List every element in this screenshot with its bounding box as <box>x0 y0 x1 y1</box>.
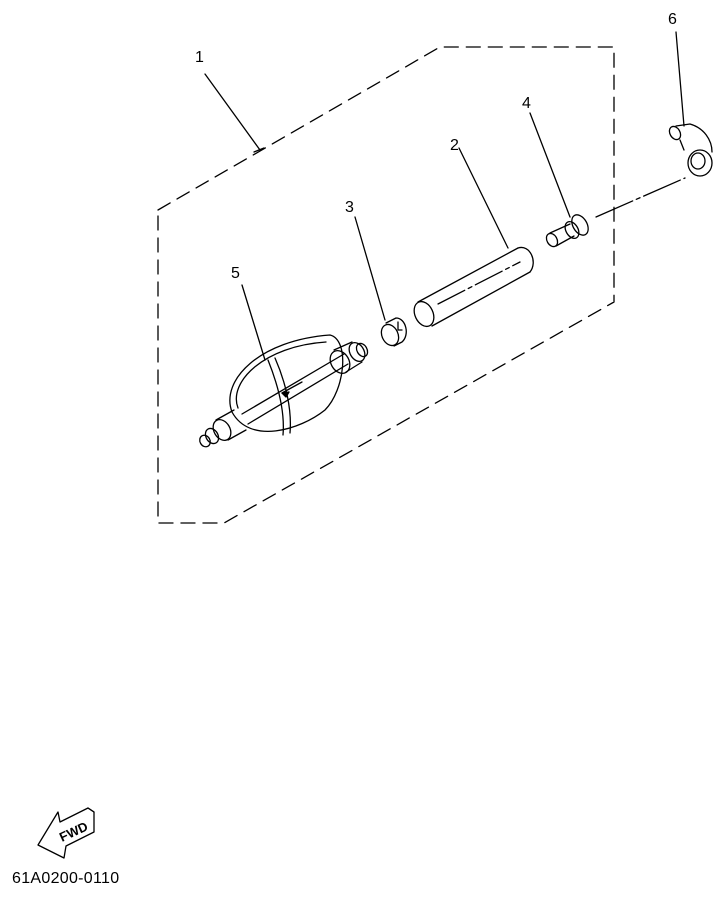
callout-5: 5 <box>231 265 240 282</box>
part-code-label: 61A0200-0110 <box>12 870 120 887</box>
primer-bulb-part[interactable] <box>198 334 370 449</box>
callout-4: 4 <box>522 95 531 112</box>
cap-part[interactable] <box>378 317 407 348</box>
callout-2: 2 <box>450 137 459 154</box>
leader-lines <box>204 31 686 361</box>
callout-3: 3 <box>345 199 354 216</box>
callout-6: 6 <box>668 11 677 28</box>
callout-1: 1 <box>195 49 204 66</box>
fwd-arrow-icon <box>37 807 95 859</box>
elbow-joint-part[interactable] <box>667 123 713 177</box>
connector-part[interactable] <box>544 212 591 249</box>
hose-part[interactable] <box>410 246 534 329</box>
assembly-boundary <box>157 46 615 524</box>
